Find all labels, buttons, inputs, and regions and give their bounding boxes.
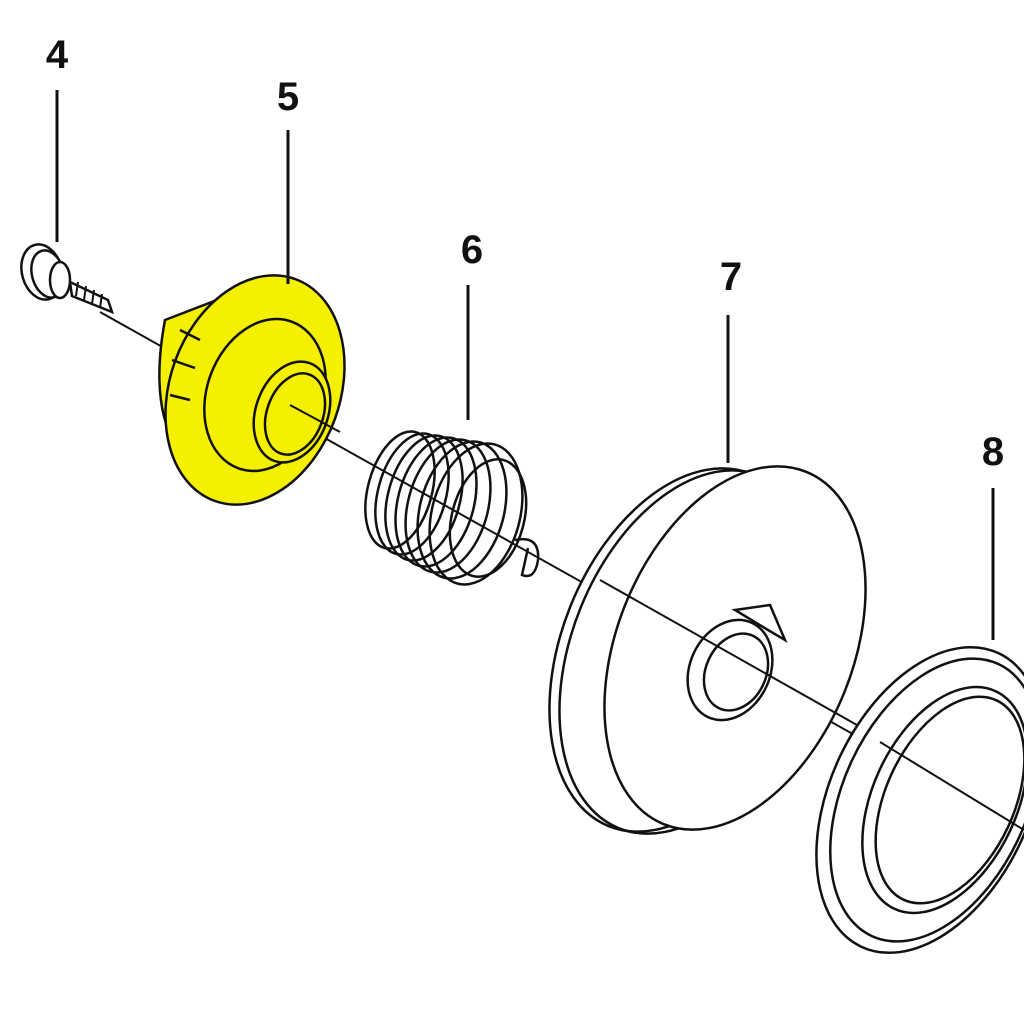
callout-4: 4 [46, 33, 69, 77]
callout-6: 6 [461, 228, 483, 272]
part-7-pulley[interactable] [499, 428, 915, 873]
part-5-hub[interactable] [135, 250, 375, 530]
callout-8: 8 [982, 430, 1004, 474]
part-4-screw[interactable] [15, 240, 115, 315]
part-6-spring[interactable] [354, 424, 540, 595]
part-8-ring[interactable] [771, 611, 1024, 989]
callout-7: 7 [720, 255, 742, 299]
callout-5: 5 [277, 75, 299, 119]
